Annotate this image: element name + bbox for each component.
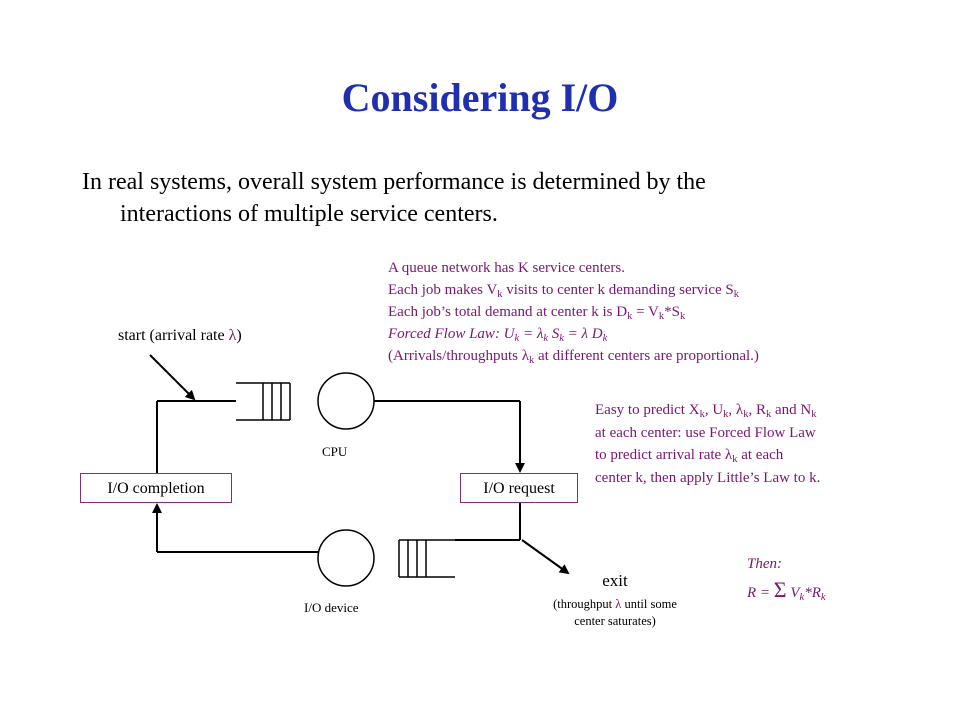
then-label: Then:: [747, 556, 782, 572]
io-request-box: I/O request: [460, 473, 578, 503]
bottom-flow-line: [152, 503, 521, 553]
info-line-3: Each job’s total demand at center k is D…: [388, 304, 686, 322]
info-line-5: (Arrivals/throughputs λk at different ce…: [388, 348, 759, 366]
io-completion-box: I/O completion: [80, 473, 232, 503]
info-line-4: Forced Flow Law: Uk = λk Sk = λ Dk: [388, 326, 608, 344]
cpu-label: CPU: [322, 444, 348, 459]
info-line-1: A queue network has K service centers.: [388, 260, 625, 276]
intro-line-2: interactions of multiple service centers…: [120, 201, 498, 227]
io-queue-icon: [398, 539, 455, 578]
easy-line-4: center k, then apply Little’s Law to k.: [595, 469, 821, 486]
top-flow-line: [156, 400, 525, 473]
exit-label: exit: [602, 571, 628, 590]
io-device-server-icon: [317, 529, 375, 587]
cpu-server-icon: [317, 372, 375, 430]
intro-line-1: In real systems, overall system performa…: [82, 169, 706, 195]
intro-text: In real systems, overall system performa…: [82, 166, 842, 230]
exit-arrow: [521, 539, 570, 575]
response-time-formula: Then: R = Σ Vk*Rk: [747, 551, 826, 606]
easy-line-3: to predict arrival rate λk at each: [595, 447, 784, 465]
easy-line-1: Easy to predict Xk, Uk, λk, Rk and Nk: [595, 402, 817, 420]
info-line-2: Each job makes Vk visits to center k dem…: [388, 282, 739, 300]
exit-note: (throughput λ until some center saturate…: [553, 597, 677, 628]
io-device-label: I/O device: [304, 600, 359, 615]
easy-line-2: at each center: use Forced Flow Law: [595, 424, 816, 441]
slide-title: Considering I/O: [341, 75, 619, 120]
queue-network-notes: A queue network has K service centers. E…: [388, 257, 759, 367]
prediction-notes: Easy to predict Xk, Uk, λk, Rk and Nk at…: [595, 399, 820, 489]
cpu-queue-icon: [236, 382, 291, 421]
start-arrow: [149, 354, 196, 401]
start-label: start (arrival rate λ): [118, 327, 242, 344]
formula-line: R = Σ Vk*Rk: [747, 577, 826, 603]
